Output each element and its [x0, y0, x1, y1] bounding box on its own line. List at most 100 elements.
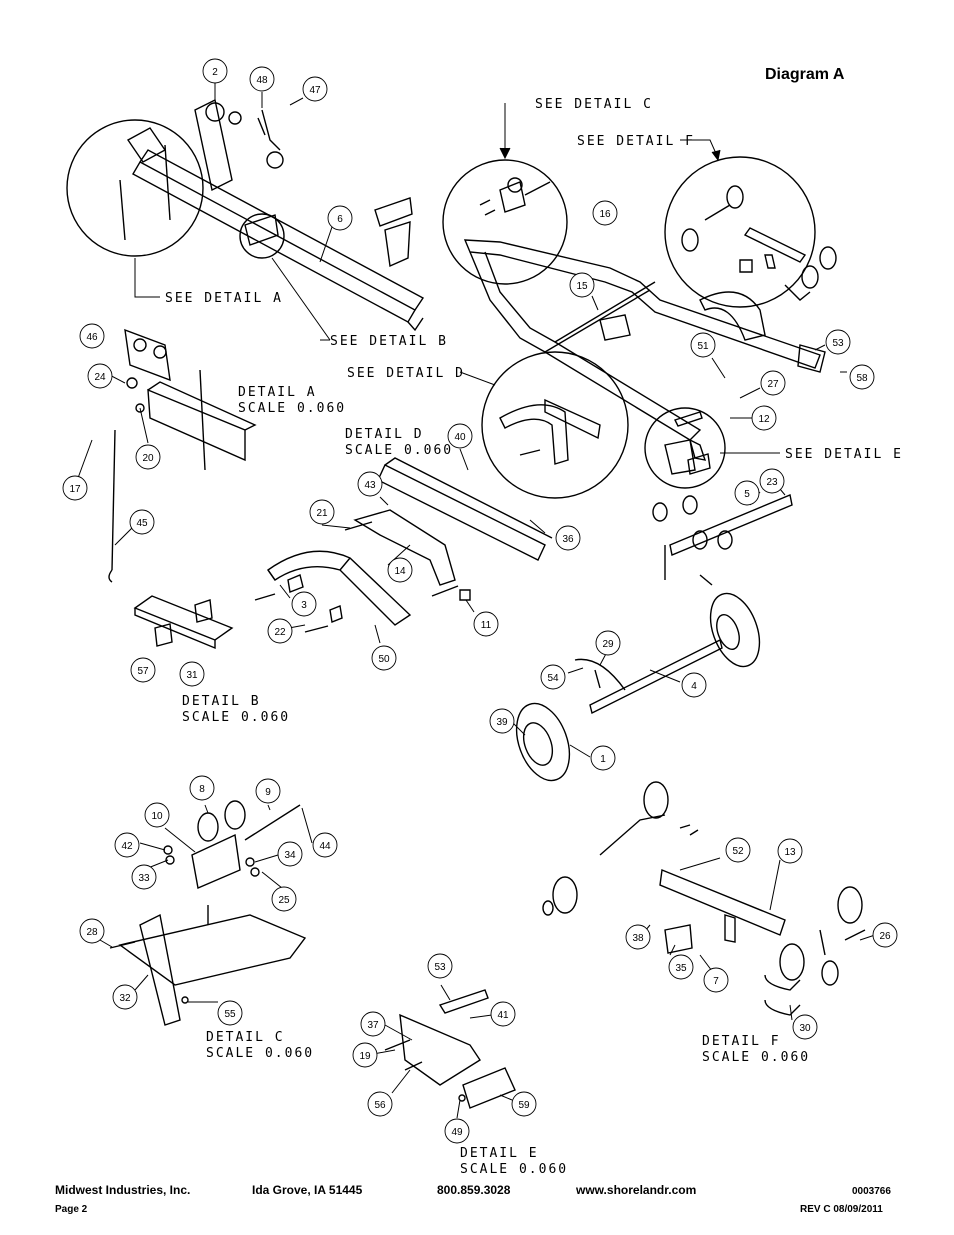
detail-c-title: DETAIL C [206, 1030, 285, 1045]
svg-text:14: 14 [394, 566, 406, 577]
callout-22: 22 [267, 618, 293, 644]
svg-text:23: 23 [766, 477, 778, 488]
svg-text:39: 39 [496, 717, 508, 728]
svg-text:58: 58 [856, 373, 868, 384]
footer-page: Page 2 [55, 1204, 88, 1215]
callout-36: 36 [555, 525, 581, 551]
svg-text:26: 26 [879, 931, 891, 942]
callout-31: 31 [179, 661, 205, 687]
detail-c-drawing [109, 800, 307, 1026]
svg-text:12: 12 [758, 414, 770, 425]
svg-text:34: 34 [284, 850, 296, 861]
callout-37: 37 [360, 1011, 386, 1037]
callout-30: 30 [792, 1014, 818, 1040]
svg-text:27: 27 [767, 379, 779, 390]
callout-49: 49 [444, 1118, 470, 1144]
footer-revision: REV C 08/09/2011 [800, 1204, 883, 1215]
detail-e-scale: SCALE 0.060 [460, 1162, 568, 1177]
callout-25: 25 [271, 886, 297, 912]
detail-e-title: DETAIL E [460, 1146, 539, 1161]
see-detail-a-label: SEE DETAIL A [165, 291, 283, 306]
svg-text:1: 1 [600, 754, 606, 765]
footer-phone: 800.859.3028 [437, 1183, 511, 1197]
footer-city: Ida Grove, IA 51445 [252, 1183, 363, 1197]
svg-text:46: 46 [86, 332, 98, 343]
callout-50: 50 [371, 645, 397, 671]
detail-a-circle [66, 119, 204, 257]
svg-text:56: 56 [374, 1100, 386, 1111]
svg-text:42: 42 [121, 841, 133, 852]
callout-19: 19 [352, 1042, 378, 1068]
svg-text:38: 38 [632, 933, 644, 944]
svg-text:20: 20 [142, 453, 154, 464]
detail-c-preview [479, 177, 551, 216]
see-detail-b-label: SEE DETAIL B [330, 334, 448, 349]
svg-text:54: 54 [547, 673, 559, 684]
svg-text:24: 24 [94, 372, 106, 383]
detail-e-preview [664, 411, 711, 475]
callout-41: 41 [490, 1001, 516, 1027]
svg-text:55: 55 [224, 1009, 236, 1020]
svg-text:5: 5 [744, 489, 750, 500]
svg-text:3: 3 [301, 600, 307, 611]
footer-company: Midwest Industries, Inc. [55, 1183, 191, 1197]
svg-text:22: 22 [274, 627, 286, 638]
svg-text:31: 31 [186, 670, 198, 681]
detail-e-drawing [384, 989, 516, 1109]
svg-text:15: 15 [576, 281, 588, 292]
callout-17: 17 [62, 475, 88, 501]
see-detail-e-label: SEE DETAIL E [785, 447, 903, 462]
callout-34: 34 [277, 841, 303, 867]
svg-text:8: 8 [199, 784, 205, 795]
callout-7: 7 [703, 967, 729, 993]
axle-wheel-assembly [515, 592, 761, 782]
callout-12: 12 [751, 405, 777, 431]
detail-b-scale: SCALE 0.060 [182, 710, 290, 725]
svg-text:51: 51 [697, 341, 709, 352]
callout-56: 56 [367, 1091, 393, 1117]
detail-b-title: DETAIL B [182, 694, 261, 709]
svg-text:13: 13 [784, 847, 796, 858]
callout-48: 48 [249, 66, 275, 92]
callout-44: 44 [312, 832, 338, 858]
detail-f-scale: SCALE 0.060 [702, 1050, 810, 1065]
svg-text:40: 40 [454, 432, 466, 443]
detail-b-drawing [133, 595, 234, 650]
detail-d-circle [481, 351, 629, 499]
svg-text:57: 57 [137, 666, 149, 677]
callout-9: 9 [255, 778, 281, 804]
detail-f-circle [664, 156, 816, 308]
svg-text:17: 17 [69, 484, 81, 495]
footer-part-number: 0003766 [852, 1186, 891, 1197]
callout-59: 59 [511, 1091, 537, 1117]
callout-33: 33 [131, 864, 157, 890]
callout-24: 24 [87, 363, 113, 389]
callout-52: 52 [725, 837, 751, 863]
svg-text:48: 48 [256, 75, 268, 86]
svg-text:35: 35 [675, 963, 687, 974]
callout-53: 53 [825, 329, 851, 355]
callout-3: 3 [291, 591, 317, 617]
svg-text:10: 10 [151, 811, 163, 822]
callout-21: 21 [309, 499, 335, 525]
callout-6: 6 [327, 205, 353, 231]
detail-a-scale: SCALE 0.060 [238, 401, 346, 416]
svg-text:33: 33 [138, 873, 150, 884]
footer-website: www.shorelandr.com [576, 1183, 697, 1197]
svg-text:19: 19 [359, 1051, 371, 1062]
detail-labels: SEE DETAIL C SEE DETAIL F SEE DETAIL A S… [165, 97, 903, 1177]
diagram-title: Diagram A [765, 66, 845, 83]
callout-4: 4 [681, 672, 707, 698]
svg-text:6: 6 [337, 214, 343, 225]
detail-d-scale: SCALE 0.060 [345, 443, 453, 458]
callout-26: 26 [872, 922, 898, 948]
callout-16: 16 [592, 200, 618, 226]
callout-29: 29 [595, 630, 621, 656]
callout-8: 8 [189, 775, 215, 801]
svg-text:7: 7 [713, 976, 719, 987]
svg-text:59: 59 [518, 1100, 530, 1111]
callout-57: 57 [130, 657, 156, 683]
detail-b-circle [239, 213, 285, 259]
callout-27: 27 [760, 370, 786, 396]
